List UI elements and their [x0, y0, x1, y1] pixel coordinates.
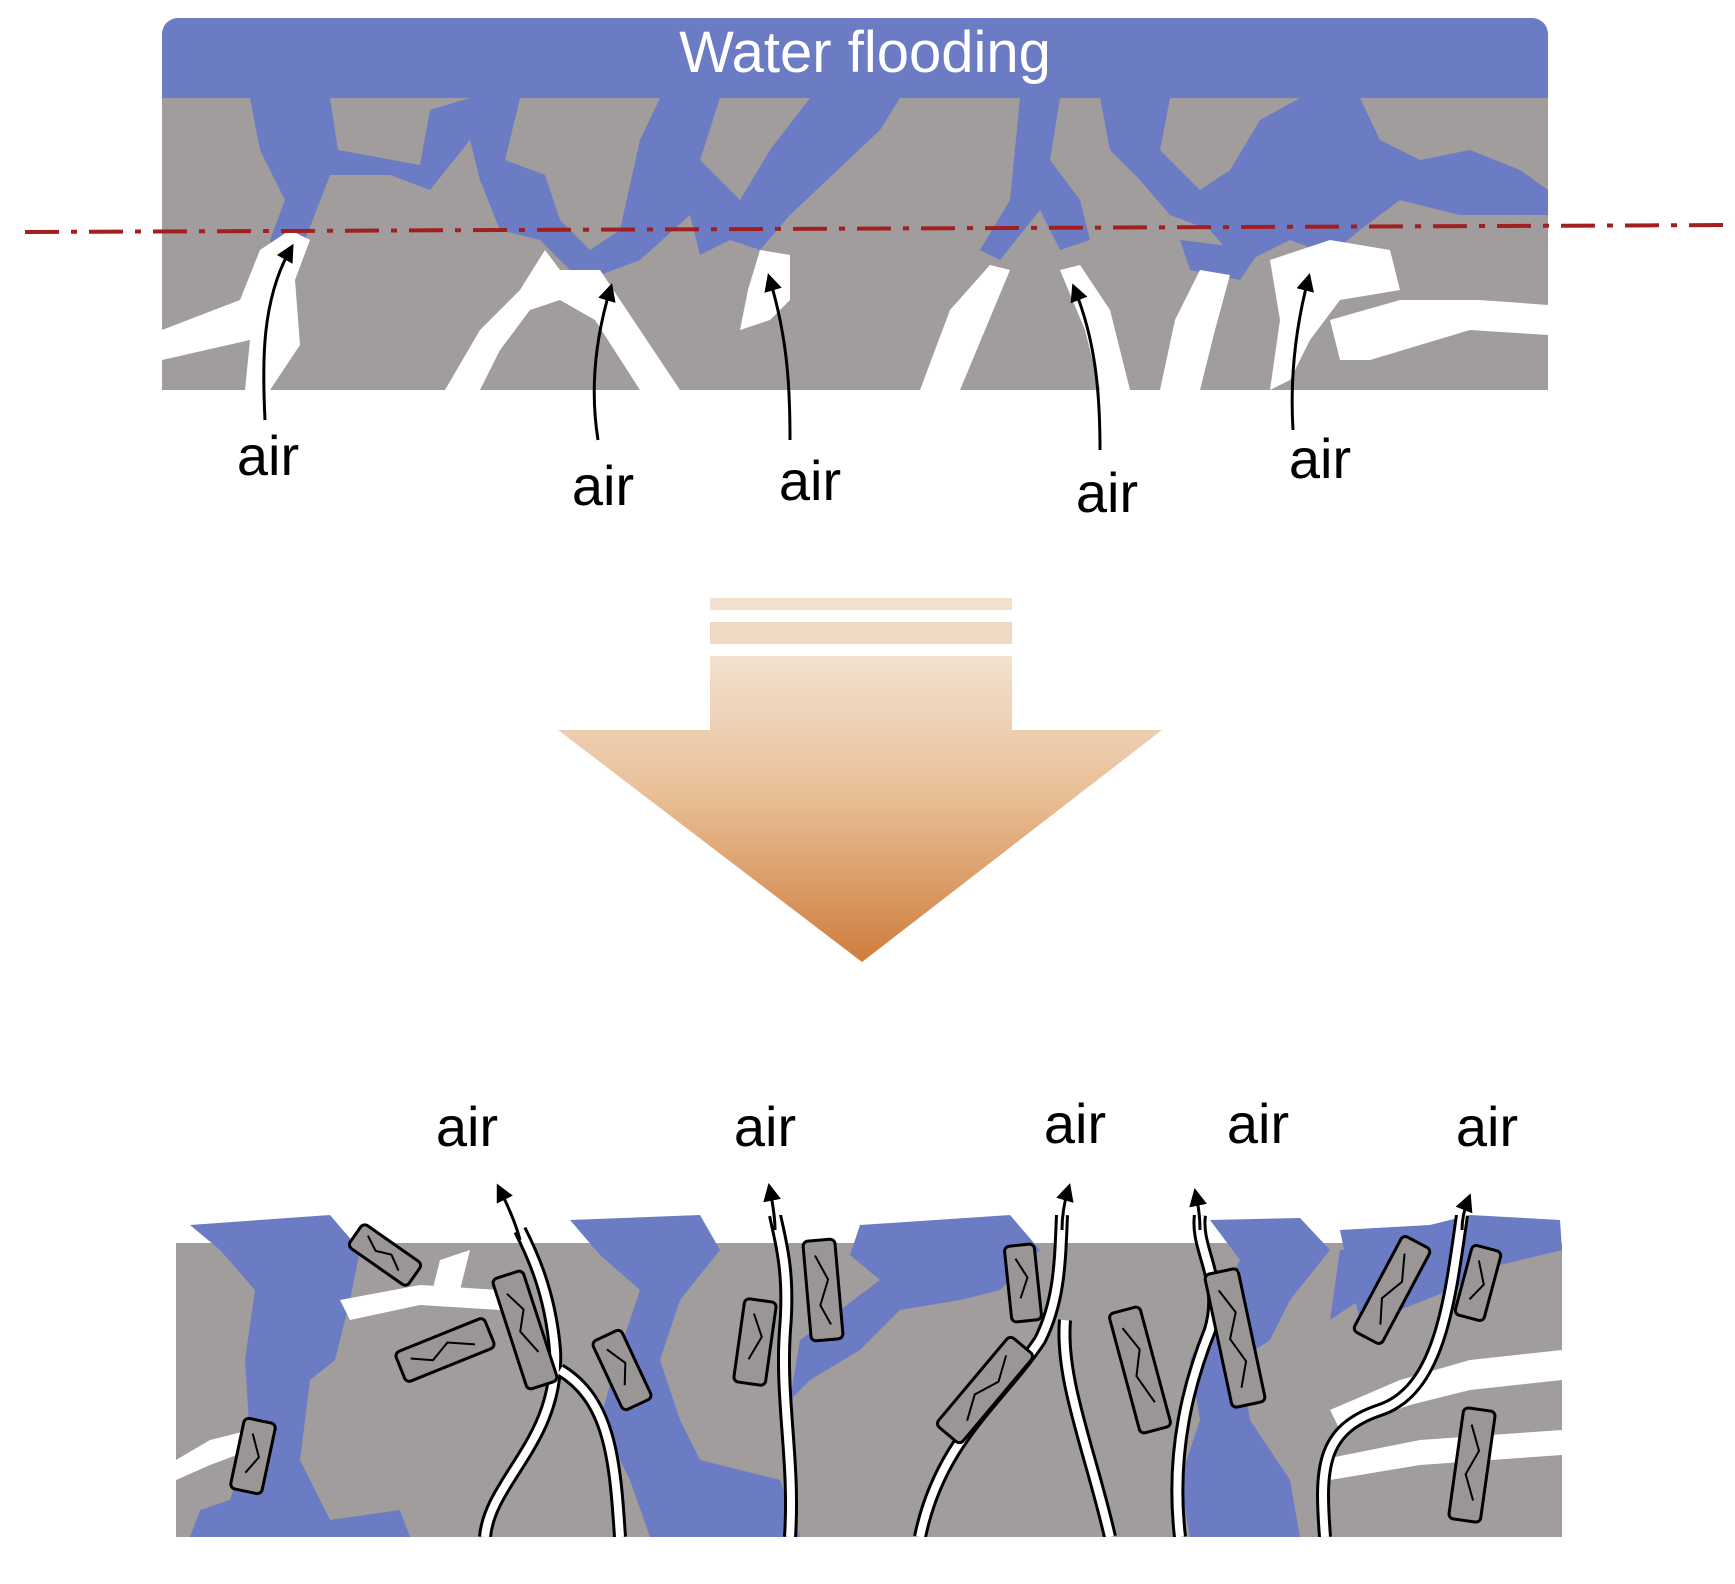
water-banner: [162, 18, 1548, 123]
particle-7: [801, 1237, 845, 1343]
porous-layer-top: [162, 98, 1548, 390]
air-arrow-bottom-3: [1056, 1183, 1074, 1231]
air-arrow-top-4: [1070, 283, 1102, 451]
particles: [229, 1223, 1503, 1524]
process-arrow-stripe-2: [710, 622, 1012, 644]
air-arrow-top-2: [592, 283, 616, 441]
air-arrows-top: [262, 243, 1314, 451]
water-network-top: [250, 98, 1548, 300]
air-label-bottom-1: air: [436, 1095, 498, 1158]
air-label-top-4: air: [1076, 461, 1138, 524]
air-arrow-bottom-4: [1189, 1187, 1207, 1231]
particle-9: [936, 1335, 1034, 1445]
water-banner-label: Water flooding: [679, 20, 1051, 85]
porous-layer-bottom: [176, 1215, 1562, 1537]
air-arrow-bottom-5: [1455, 1193, 1473, 1231]
air-label-bottom-4: air: [1227, 1092, 1289, 1155]
particle-14: [1447, 1406, 1497, 1524]
air-arrow-bottom-2: [763, 1182, 781, 1231]
air-label-top-3: air: [779, 449, 841, 512]
air-label-top-5: air: [1289, 427, 1351, 490]
particle-5: [229, 1416, 277, 1496]
particle-2: [394, 1317, 496, 1383]
air-label-top-2: air: [572, 454, 634, 517]
air-arrow-top-3: [764, 273, 792, 441]
air-label-top-1: air: [237, 424, 299, 487]
air-arrow-top-5: [1290, 273, 1314, 431]
particle-4: [591, 1328, 653, 1412]
particle-6: [732, 1297, 778, 1387]
particle-13: [1453, 1243, 1503, 1323]
particle-10: [1108, 1305, 1172, 1435]
air-label-bottom-2: air: [734, 1095, 796, 1158]
air-arrow-bottom-1: [496, 1183, 522, 1241]
particle-1: [347, 1223, 423, 1287]
process-arrow-body: [558, 656, 1162, 962]
bottom-panel: air air air air air: [176, 1092, 1562, 1537]
process-arrow-stripe-1: [710, 598, 1012, 610]
air-arrows-bottom: [496, 1182, 1473, 1241]
particle-11: [1203, 1267, 1267, 1409]
particle-8: [1003, 1242, 1043, 1324]
top-panel: Water flooding: [24, 18, 1735, 524]
air-arrow-top-1: [262, 243, 294, 421]
particle-3: [491, 1269, 559, 1391]
air-label-bottom-3: air: [1044, 1092, 1106, 1155]
air-label-bottom-5: air: [1456, 1095, 1518, 1158]
process-arrow: [558, 598, 1162, 962]
flooding-front-line: [24, 223, 1735, 234]
particle-12: [1352, 1235, 1432, 1345]
